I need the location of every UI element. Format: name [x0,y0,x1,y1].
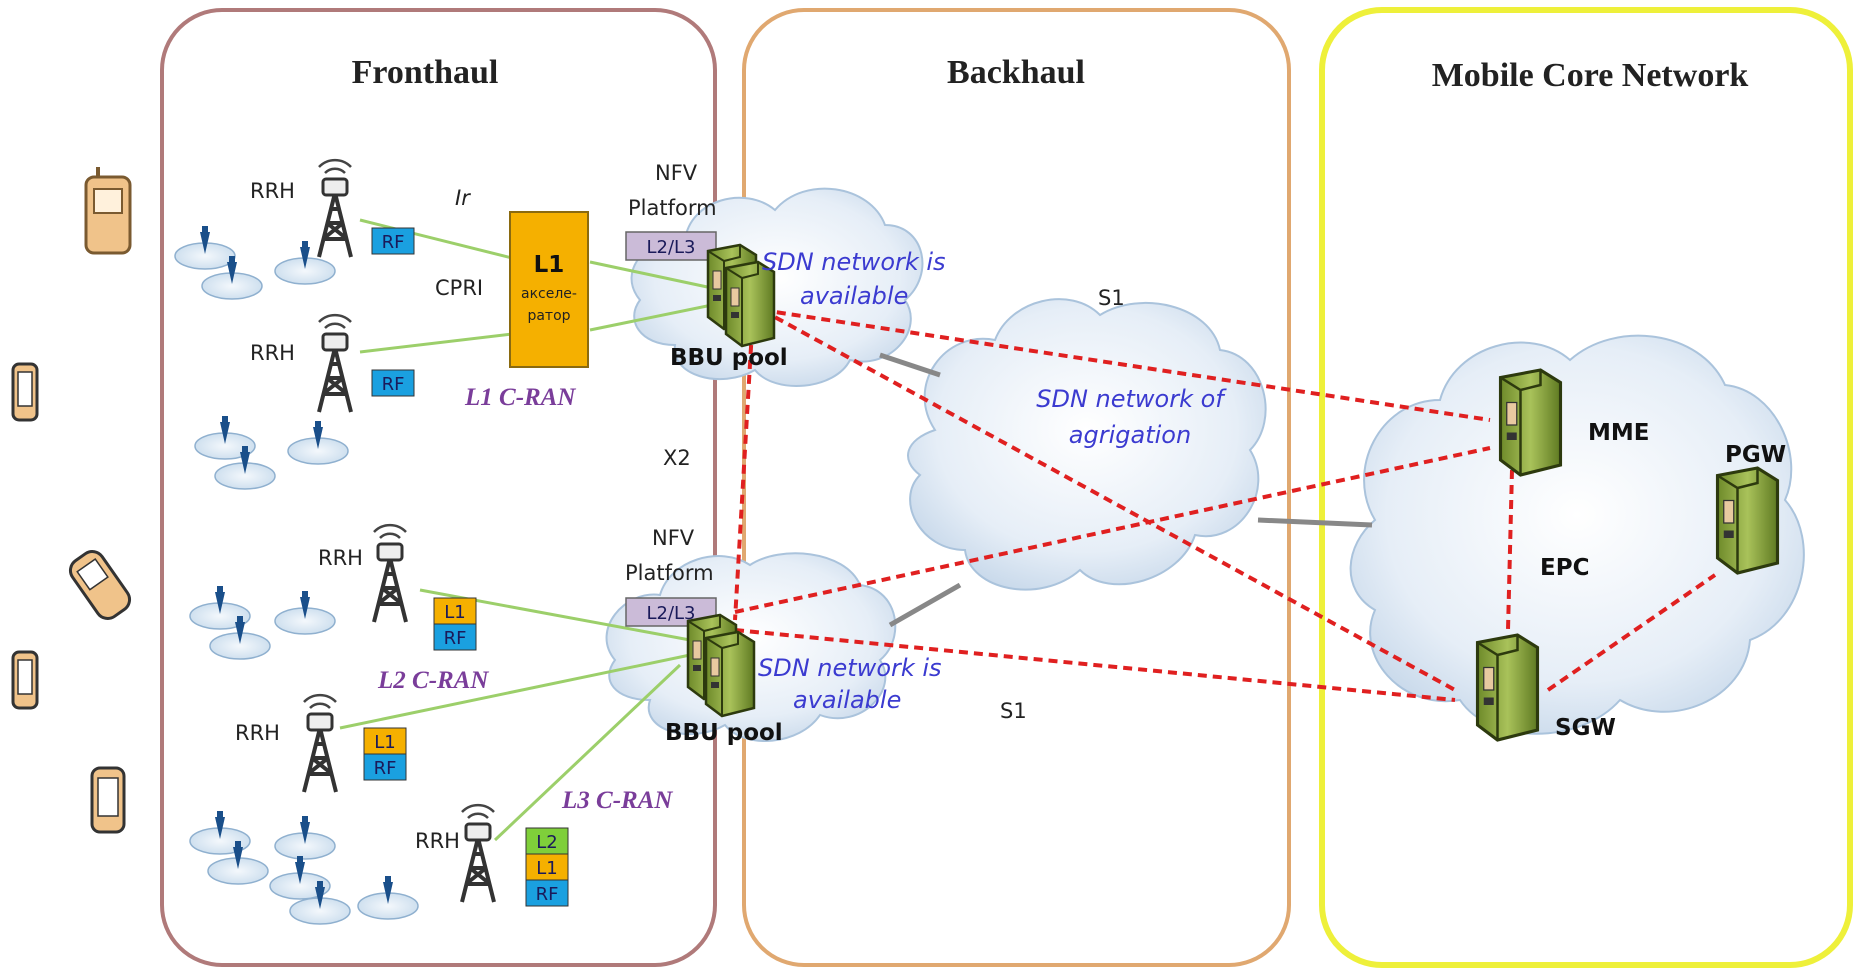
phone-icon [11,650,39,710]
s1-label-top: S1 [1098,286,1125,310]
accelerator-line2: ратор [527,308,570,324]
sdn-available-1a: SDN network is [762,248,946,276]
accelerator-title: L1 [534,252,565,278]
phone-icon [11,362,39,422]
l1-cran-label: L1 C-RAN [464,384,576,411]
phone-icon [90,766,126,834]
nfv-label-2: NFV [652,526,695,550]
l1-accelerator-box [509,211,589,368]
rrh-label-3: RRH [318,546,363,570]
l2l3-box-1: L2/L3 [646,237,695,258]
l1-box-3: L1 [536,858,557,879]
platform-label-1: Platform [628,196,717,220]
sdn-available-2a: SDN network is [758,654,942,682]
bbu-pool-label-1: BBU pool [670,345,788,371]
rrh-label-5: RRH [415,829,460,853]
server-icon [1475,633,1540,742]
ir-label: Ir [455,186,471,210]
x2-label: X2 [663,446,691,470]
mme-label: MME [1588,420,1650,446]
rrh-label-4: RRH [235,721,280,745]
sgw-label: SGW [1555,715,1616,741]
fronthaul-title: Fronthaul [352,54,499,91]
rf-box-3: RF [444,628,467,649]
phone-icon [84,167,132,255]
sdn-available-1b: available [800,282,908,310]
cloud-icon [1349,334,1805,735]
pgw-label: PGW [1725,442,1786,468]
server-icon [704,630,756,718]
rf-box-1: RF [382,232,405,253]
sdn-available-2b: available [793,686,901,714]
l1-box-2: L1 [374,732,395,753]
rrh-label-1: RRH [250,179,295,203]
server-icon [1498,368,1563,477]
rf-box-4: RF [374,758,397,779]
epc-label: EPC [1540,555,1589,581]
bbu-pool-label-2: BBU pool [665,720,783,746]
l2-cran-label: L2 C-RAN [377,667,489,694]
backhaul-title: Backhaul [947,54,1085,91]
sdn-aggregation-2: agrigation [1069,421,1191,449]
phone-icon [68,550,132,620]
sdn-aggregation-1: SDN network of [1036,385,1227,413]
rrh-label-2: RRH [250,341,295,365]
backbone-links [879,352,1373,628]
accelerator-line1: акселе- [521,286,577,302]
l3-cran-label: L3 C-RAN [561,787,673,814]
core-title: Mobile Core Network [1432,57,1749,94]
server-icon [1715,466,1780,575]
s1-label-bottom: S1 [1000,699,1027,723]
l1-box-1: L1 [444,602,465,623]
l2l3-box-2: L2/L3 [646,603,695,624]
s1-dashed-links [733,308,1717,702]
cpri-label: CPRI [435,276,483,300]
rf-box-2: RF [382,374,405,395]
l2-box: L2 [536,832,557,853]
nfv-label-1: NFV [655,161,698,185]
rf-box-5: RF [536,884,559,905]
platform-label-2: Platform [625,561,714,585]
